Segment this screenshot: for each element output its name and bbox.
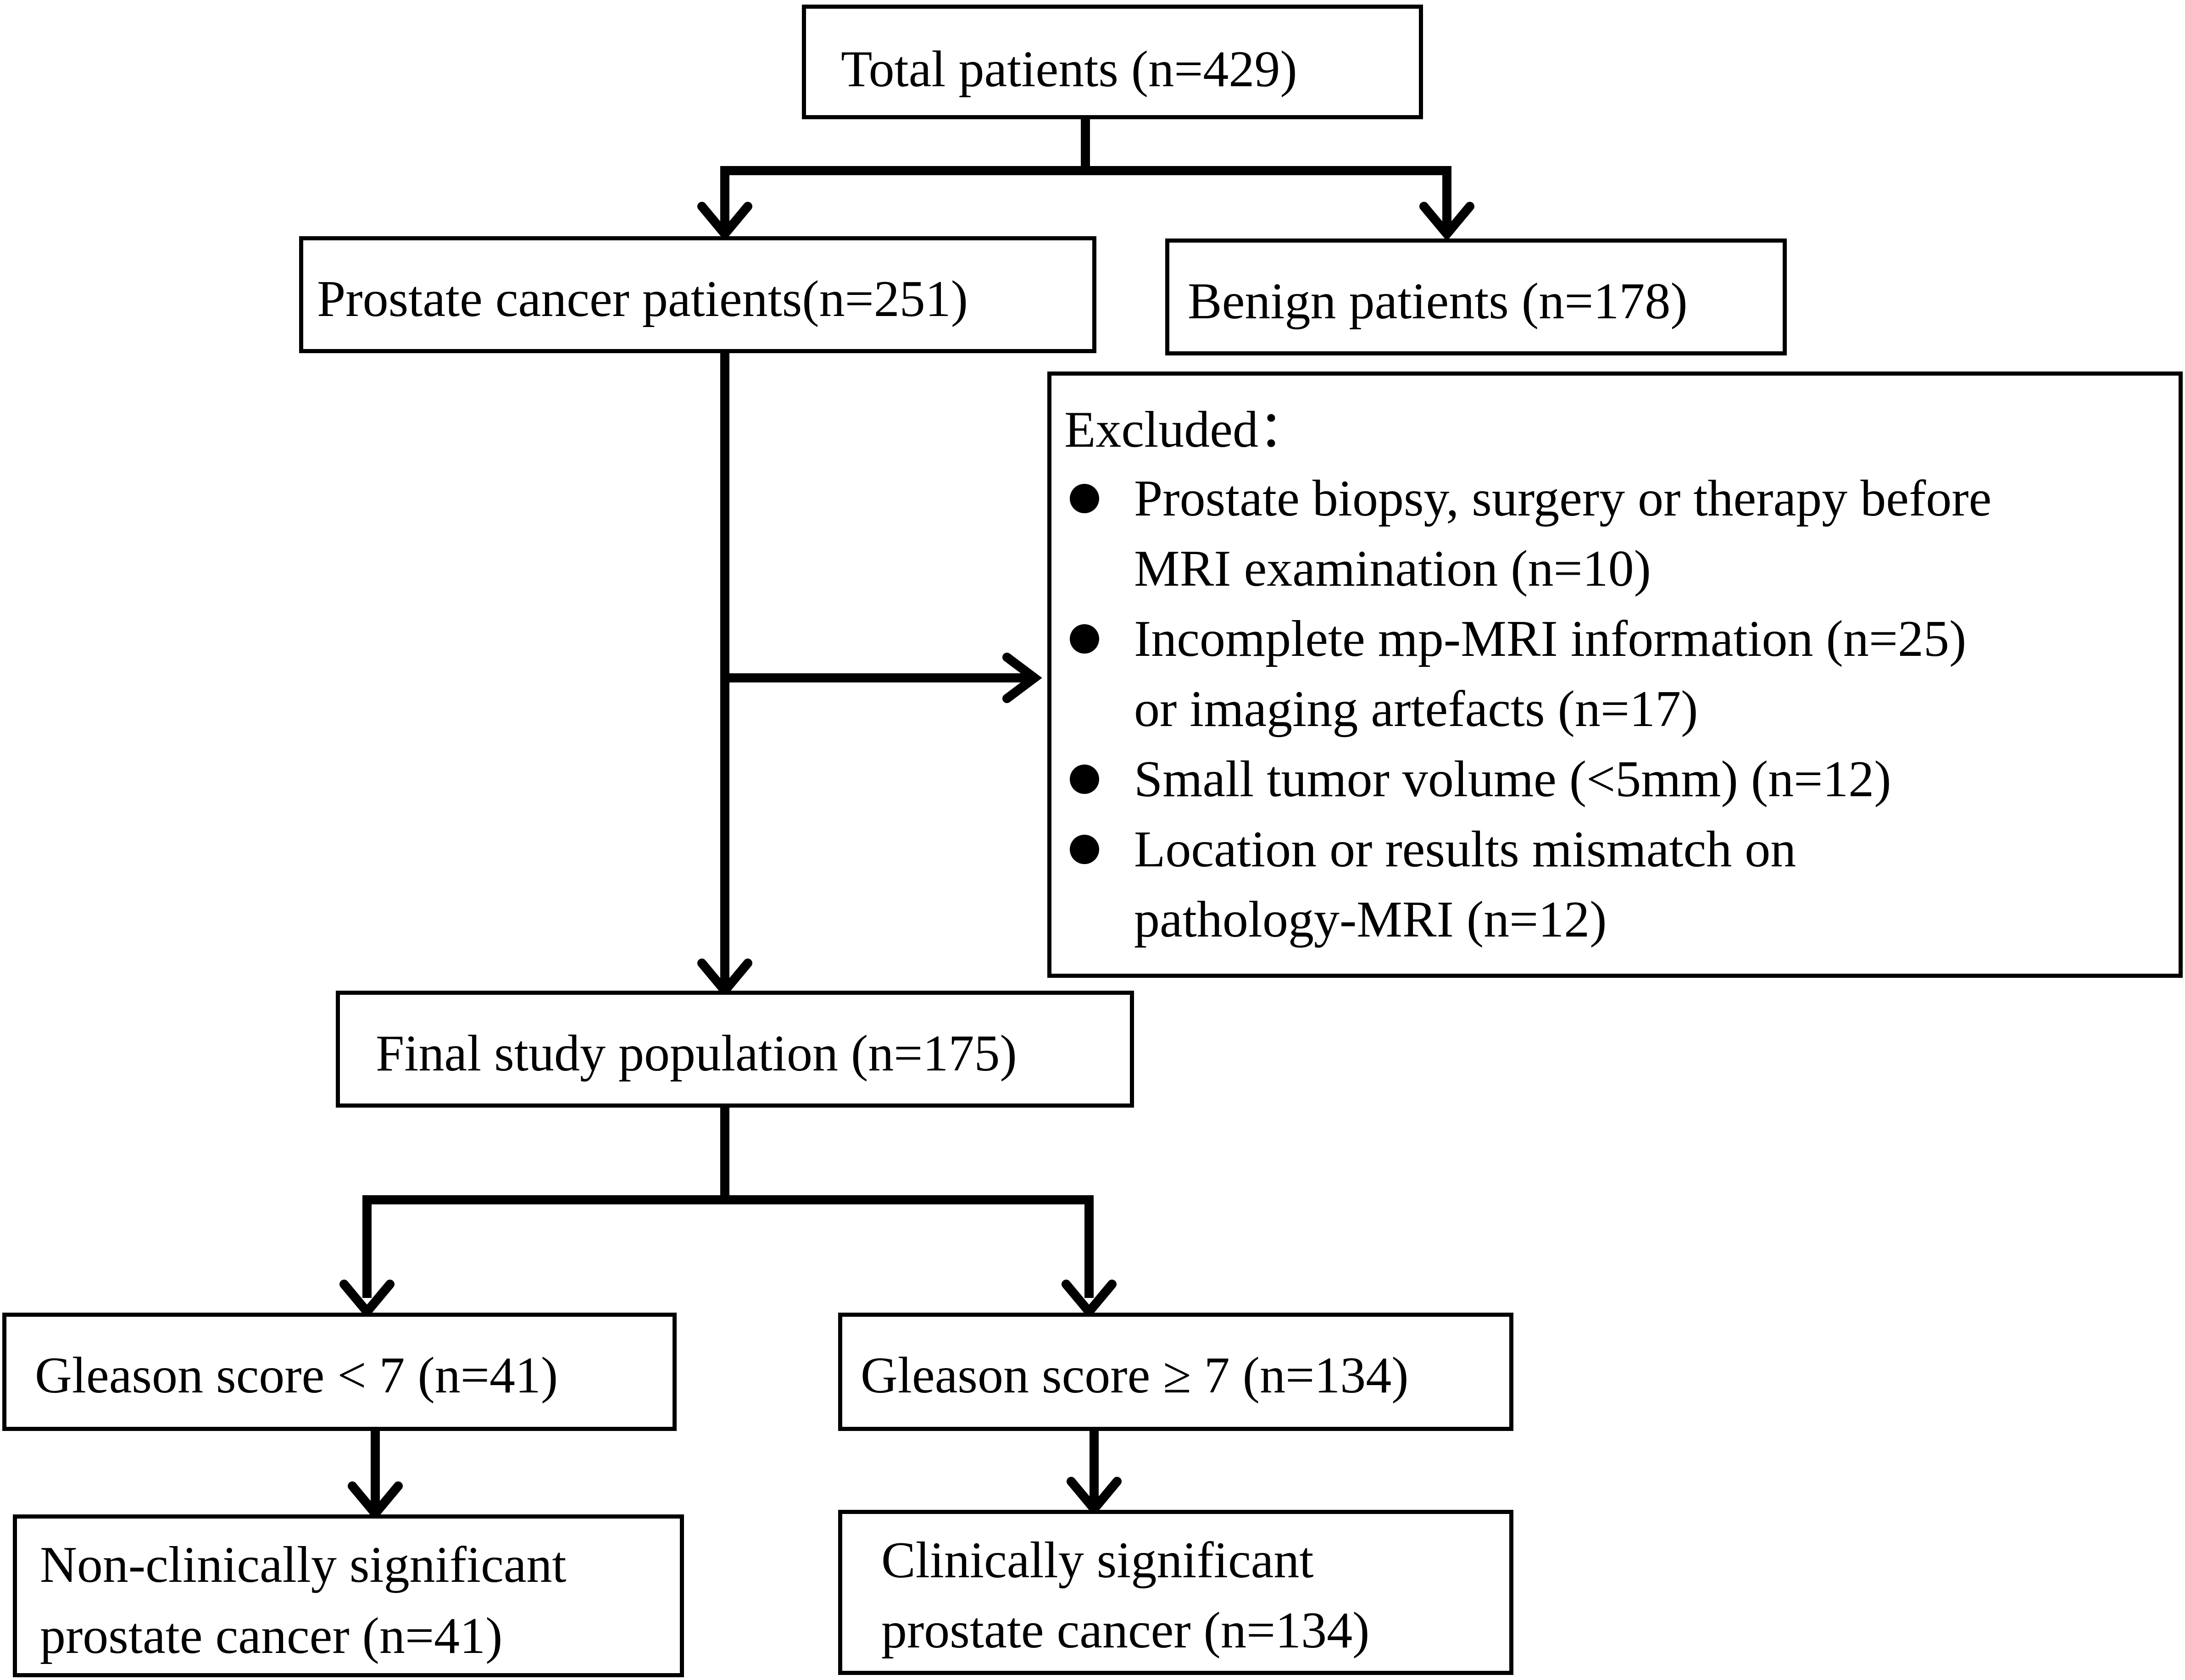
gleason-high-label: Gleason score ≥ 7 (n=134)	[861, 1347, 1409, 1404]
excluded-item-3-line1: Small tumor volume (<5mm) (n=12)	[1134, 751, 1891, 808]
prostate-cancer-label: Prostate cancer patients(n=251)	[317, 271, 968, 327]
nonsignificant-line1: Non-clinically significant	[40, 1536, 567, 1593]
excluded-item-2-line2: or imaging artefacts (n=17)	[1134, 681, 1698, 737]
final-population-box: Final study population (n=175)	[336, 991, 1134, 1108]
final-population-label: Final study population (n=175)	[376, 1025, 1017, 1082]
gleason-high-box: Gleason score ≥ 7 (n=134)	[838, 1313, 1513, 1431]
nonsignificant-line2: prostate cancer (n=41)	[40, 1608, 503, 1664]
excluded-item-2-line1: Incomplete mp-MRI information (n=25)	[1134, 610, 1967, 667]
excluded-item-4-line2: pathology-MRI (n=12)	[1134, 891, 1607, 948]
significant-cancer-box: Clinically significant prostate cancer (…	[838, 1510, 1513, 1675]
gleason-low-box: Gleason score < 7 (n=41)	[2, 1313, 677, 1431]
total-patients-box: Total patients (n=429)	[802, 5, 1423, 119]
excluded-item-4-line1: Location or results mismatch on	[1134, 821, 1796, 878]
benign-label: Benign patients (n=178)	[1188, 273, 1688, 330]
excluded-item-1-line1: Prostate biopsy, surgery or therapy befo…	[1134, 470, 1992, 527]
arrowhead-nonsig	[348, 1481, 403, 1521]
arrowhead-sig	[1067, 1477, 1122, 1516]
arrowhead-gleason-high	[1062, 1280, 1117, 1319]
arrowhead-benign	[1419, 202, 1474, 241]
arrowhead-gleason-low	[339, 1280, 395, 1319]
excluded-item-1-line2: MRI examination (n=10)	[1134, 540, 1651, 597]
arrowhead-excluded	[1002, 653, 1042, 703]
excluded-title: Excluded：	[1064, 401, 1310, 458]
significant-line1: Clinically significant	[881, 1532, 1314, 1589]
significant-line2: prostate cancer (n=134)	[881, 1602, 1370, 1659]
bullet-icon	[1070, 624, 1099, 654]
nonsignificant-cancer-box: Non-clinically significant prostate canc…	[13, 1514, 684, 1677]
arrowhead-cancer	[697, 202, 752, 241]
bullet-icon	[1070, 484, 1099, 513]
bullet-icon	[1070, 835, 1099, 864]
benign-box: Benign patients (n=178)	[1165, 238, 1787, 355]
prostate-cancer-box: Prostate cancer patients(n=251)	[299, 236, 1096, 353]
bullet-icon	[1070, 765, 1099, 794]
gleason-low-label: Gleason score < 7 (n=41)	[35, 1347, 558, 1404]
total-patients-label: Total patients (n=429)	[841, 41, 1297, 98]
excluded-box: Excluded： Prostate biopsy, surgery or th…	[1047, 371, 2183, 978]
